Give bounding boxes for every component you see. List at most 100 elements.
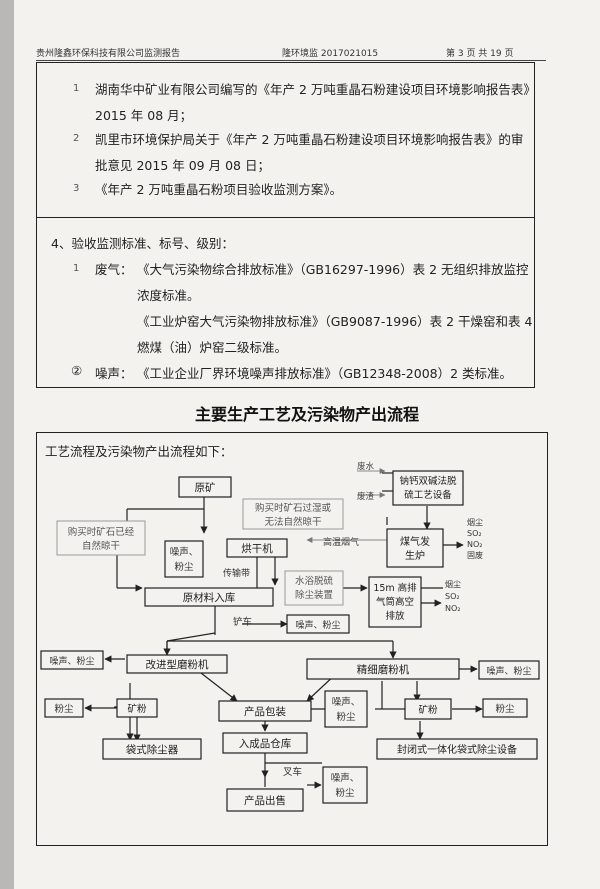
- svg-text:原矿: 原矿: [195, 481, 216, 494]
- node-dryer-noise-dust: 噪声、 粉尘: [164, 540, 204, 578]
- svg-text:煤气发: 煤气发: [400, 535, 430, 548]
- svg-text:购买时矿石过湿或: 购买时矿石过湿或: [255, 502, 332, 514]
- page-header: 贵州隆鑫环保科技有限公司监测报告 隆环境监 2017021015 第 3 页 共…: [36, 44, 546, 61]
- reference-1-line2: 2015 年 08 月；: [95, 108, 193, 123]
- node-desulfurization: 钠钙双碱法脱 硫工艺设备: [392, 470, 464, 506]
- process-flow-diagram: 原矿 购买时矿石过湿或 无法自然晾干 购买时矿石已经 自然晾干 烘干机 噪声、 …: [40, 461, 540, 812]
- svg-text:粉尘: 粉尘: [495, 703, 515, 715]
- gas-standard-line4: 燃煤（油）炉窑二级标准。: [137, 340, 288, 355]
- node-mineral-powder-right: 矿粉: [404, 698, 452, 720]
- noise-standard-line: 《工业企业厂界环境噪声排放标准》（GB12348-2008）2 类标准。: [137, 366, 513, 381]
- svg-text:产品包装: 产品包装: [244, 705, 286, 718]
- svg-text:15m 高排: 15m 高排: [373, 582, 417, 594]
- svg-text:噪声、粉尘: 噪声、粉尘: [486, 665, 531, 677]
- svg-text:精细磨粉机: 精细磨粉机: [357, 663, 410, 676]
- flow-chart-box: 工艺流程及污染物产出流程如下：: [36, 432, 548, 846]
- noise-standard-number: ②: [71, 363, 83, 378]
- svg-text:高温烟气: 高温烟气: [323, 536, 359, 548]
- label-forklift: 叉车: [283, 766, 302, 778]
- svg-text:SO₂: SO₂: [445, 592, 460, 601]
- node-product-sale: 产品出售: [226, 788, 304, 812]
- flow-intro: 工艺流程及污染物产出流程如下：: [45, 444, 233, 459]
- node-buy-dry-ore: 购买时矿石已经 自然晾干: [56, 520, 146, 556]
- reference-3-line1: 《年产 2 万吨重晶石粉项目验收监测方案》。: [95, 182, 343, 197]
- node-finished-warehouse: 入成品仓库: [222, 732, 308, 754]
- gas-standard-line3: 《工业炉窑大气污染物排放标准》（GB9087-1996）表 2 干燥窑和表 4: [137, 314, 533, 329]
- reference-2-number: 2: [73, 133, 80, 144]
- svg-text:叉车: 叉车: [283, 766, 302, 778]
- node-shovel-noise-dust: 噪声、粉尘: [286, 614, 350, 634]
- svg-text:矿粉: 矿粉: [127, 703, 147, 715]
- section-divider: [37, 217, 534, 218]
- gas-standard-line1: 《大气污染物综合排放标准》（GB16297-1996）表 2 无组织排放监控: [137, 262, 529, 277]
- node-raw-ore: 原矿: [178, 476, 232, 498]
- gas-standard-label: 废气：: [95, 262, 133, 277]
- svg-text:烟尘: 烟尘: [445, 579, 461, 589]
- svg-text:粉尘: 粉尘: [54, 703, 74, 715]
- svg-text:废渣: 废渣: [357, 491, 375, 502]
- references-box: 1 湖南华中矿业有限公司编写的《年产 2 万吨重晶石粉建设项目环境影响报告表》 …: [36, 62, 536, 388]
- node-15m-stack: 15m 高排 气筒高空 排放: [368, 576, 422, 628]
- label-waste-water: 废水: [357, 461, 375, 472]
- node-dust-right: 粉尘: [482, 698, 528, 718]
- label-waste-residue: 废渣: [357, 491, 375, 502]
- label-hot-gas: 高温烟气: [323, 536, 359, 548]
- svg-text:改进型磨粉机: 改进型磨粉机: [146, 658, 209, 671]
- svg-text:粉尘: 粉尘: [335, 787, 355, 799]
- node-raw-material-storage: 原材料入库: [144, 587, 274, 607]
- gas-standard-number: 1: [73, 263, 80, 274]
- svg-text:矿粉: 矿粉: [418, 704, 438, 716]
- furnace-pollutants: 烟尘 SO₂ NO₂ 固废: [467, 517, 483, 560]
- svg-text:排放: 排放: [385, 610, 405, 622]
- node-fine-mill-noise-dust: 噪声、粉尘: [478, 660, 540, 680]
- document-page: 贵州隆鑫环保科技有限公司监测报告 隆环境监 2017021015 第 3 页 共…: [14, 0, 600, 889]
- reference-1-number: 1: [73, 83, 80, 94]
- node-forklift-noise-dust: 噪声、 粉尘: [322, 766, 368, 804]
- node-buy-wet-ore: 购买时矿石过湿或 无法自然晾干: [242, 498, 344, 530]
- svg-text:入成品仓库: 入成品仓库: [239, 737, 292, 750]
- svg-text:生炉: 生炉: [405, 549, 425, 562]
- svg-text:铲车: 铲车: [233, 616, 252, 628]
- svg-text:购买时矿石已经: 购买时矿石已经: [68, 526, 135, 538]
- svg-text:烘干机: 烘干机: [241, 542, 273, 555]
- svg-text:废水: 废水: [357, 461, 375, 472]
- node-water-bath-desulfurization: 水浴脱硫 除尘装置: [284, 570, 344, 606]
- node-bag-filter: 袋式除尘器: [102, 738, 202, 760]
- svg-text:NO₂: NO₂: [467, 540, 483, 549]
- header-report-number: 隆环境监 2017021015: [282, 49, 379, 59]
- svg-text:自然晾干: 自然晾干: [82, 540, 120, 552]
- svg-text:SO₂: SO₂: [467, 529, 482, 538]
- reference-1-line1: 湖南华中矿业有限公司编写的《年产 2 万吨重晶石粉建设项目环境影响报告表》: [95, 82, 536, 97]
- gas-standard-line2: 浓度标准。: [137, 288, 200, 303]
- svg-text:封闭式一体化袋式除尘设备: 封闭式一体化袋式除尘设备: [397, 743, 517, 756]
- node-dust-left: 粉尘: [44, 698, 84, 718]
- node-closed-bag-filter: 封闭式一体化袋式除尘设备: [376, 738, 538, 760]
- stack-pollutants: 烟尘 SO₂ NO₂: [445, 579, 461, 613]
- label-shovel: 铲车: [233, 616, 252, 628]
- header-page-number: 第 3 页 共 19 页: [446, 49, 514, 59]
- svg-text:噪声、: 噪声、: [332, 696, 361, 708]
- header-company: 贵州隆鑫环保科技有限公司监测报告: [36, 49, 181, 59]
- svg-text:烟尘: 烟尘: [467, 517, 483, 527]
- svg-text:粉尘: 粉尘: [336, 711, 356, 723]
- node-packaging-noise-dust: 噪声、 粉尘: [324, 690, 368, 728]
- node-mineral-powder-left: 矿粉: [116, 698, 158, 718]
- svg-text:固废: 固废: [467, 550, 483, 560]
- svg-text:除尘装置: 除尘装置: [295, 589, 333, 601]
- node-fine-mill: 精细磨粉机: [306, 658, 460, 680]
- standards-heading: 4、验收监测标准、标号、级别：: [51, 236, 234, 251]
- node-improved-mill: 改进型磨粉机: [126, 654, 228, 674]
- noise-standard-label: 噪声：: [95, 366, 133, 381]
- node-improved-mill-noise-dust: 噪声、粉尘: [40, 650, 104, 670]
- svg-text:硫工艺设备: 硫工艺设备: [404, 489, 452, 501]
- svg-text:袋式除尘器: 袋式除尘器: [126, 743, 179, 756]
- svg-text:水浴脱硫: 水浴脱硫: [295, 575, 334, 587]
- reference-3-number: 3: [73, 183, 80, 194]
- svg-text:传输带: 传输带: [223, 567, 250, 579]
- node-packaging: 产品包装: [218, 700, 312, 722]
- svg-text:粉尘: 粉尘: [174, 561, 194, 573]
- svg-text:产品出售: 产品出售: [244, 794, 286, 807]
- svg-text:噪声、粉尘: 噪声、粉尘: [49, 655, 94, 667]
- svg-text:钠钙双碱法脱: 钠钙双碱法脱: [399, 475, 457, 487]
- svg-text:噪声、: 噪声、: [170, 546, 199, 558]
